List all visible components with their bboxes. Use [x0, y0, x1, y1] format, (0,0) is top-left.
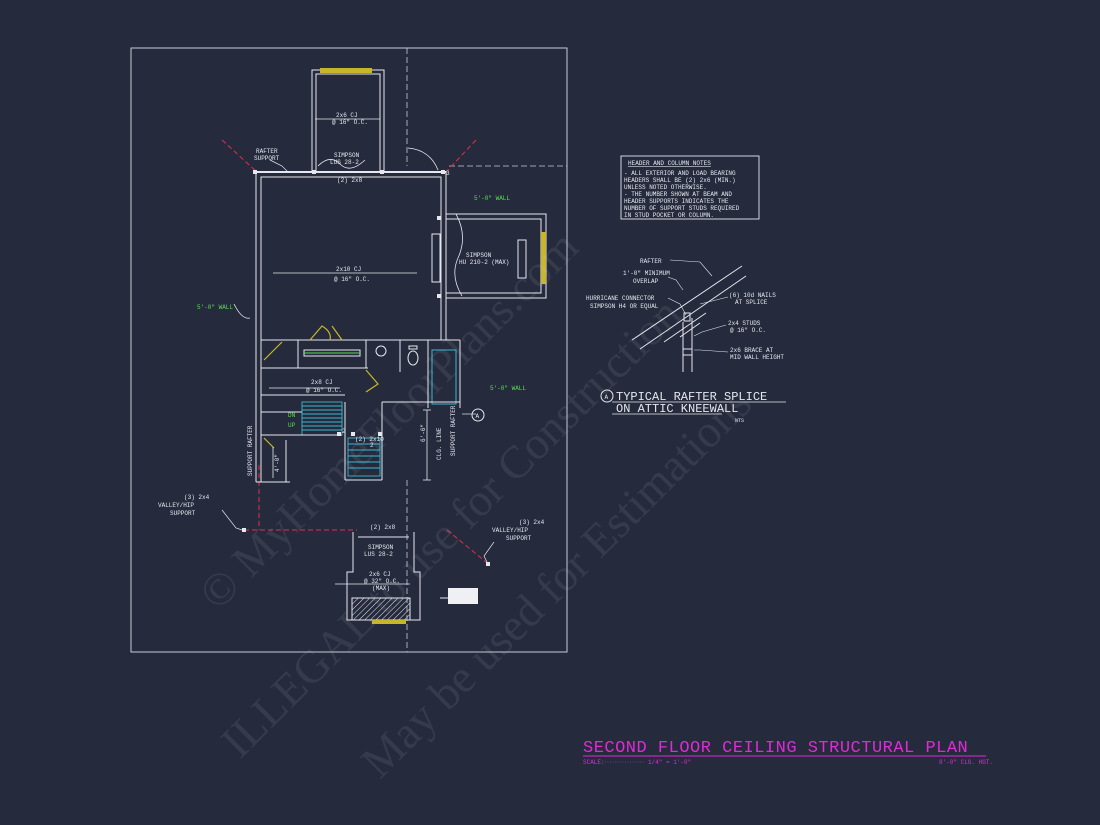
simpson-bottom-label: SIMPSON: [368, 544, 394, 551]
notes-line-4: - THE NUMBER SHOWN AT BEAM AND: [624, 191, 732, 198]
interior-rooms: [261, 339, 461, 408]
detail-title-line-2: ON ATTIC KNEEWALL: [616, 402, 738, 416]
rafter-splice-detail: [631, 265, 747, 372]
bottom-bay: [346, 532, 478, 624]
dim-clg-label: 6'-6": [420, 424, 427, 442]
watermark: © MyHomeFloorPlans.com ILLEGAL to use fo…: [189, 220, 761, 787]
stair-walls: [256, 401, 460, 483]
detail-brace-label-1: 2x6 BRACE AT: [730, 347, 774, 354]
rafter-support-label-2: SUPPORT: [254, 155, 280, 162]
detail-scale: NTS: [735, 418, 744, 424]
simpson-top-label: SIMPSON: [334, 152, 360, 159]
valley-left-label-1: (3) 2x4: [184, 494, 210, 501]
valley-left-label-2: VALLEY/HIP: [158, 502, 194, 509]
detail-nails-label-2: AT SPLICE: [735, 299, 768, 306]
cj-stair-label: 2x8 CJ: [311, 379, 333, 386]
detail-overlap-label-1: 1'-0" MINIMUM: [623, 270, 670, 277]
wall-right-top-label: 5'-0" WALL: [474, 195, 510, 202]
clg-line-label: CLG. LINE: [436, 427, 443, 460]
stair-up-label: UP: [288, 422, 296, 429]
cj-stair-spacing: @ 16" O.C.: [306, 387, 342, 394]
simpson-top-model: LUS 28-2: [330, 159, 359, 166]
cj-bottom-max: (MAX): [372, 585, 390, 592]
detail-title-line-1: TYPICAL RAFTER SPLICE: [616, 390, 767, 404]
detail-rafter-label: RAFTER: [640, 258, 662, 265]
cj-main-spacing: @ 16" O.C.: [334, 276, 370, 283]
notes-line-2: HEADERS SHALL BE (2) 2x6 (MIN.): [624, 177, 736, 184]
header-bottom-label: (2) 2x8: [370, 524, 396, 531]
wall-left-label: 5'-0" WALL: [197, 304, 233, 311]
scale-value: 1/4" = 1'-0": [648, 759, 691, 766]
support-rafter-right: SUPPORT RAFTER: [450, 405, 457, 456]
cj-top-spacing: @ 16" O.C.: [332, 119, 368, 126]
notes-line-7: IN STUD POCKET OR COLUMN.: [624, 212, 714, 219]
detail-hurricane-label-2: SIMPSON H4 OR EQUAL: [590, 303, 659, 310]
header-top-label: (2) 2x8: [337, 177, 363, 184]
support-rafter-left: SUPPORT RAFTER: [247, 425, 254, 476]
detail-title-marker-circle: [600, 389, 614, 403]
cj-bottom-label: 2x6 CJ: [369, 571, 391, 578]
stair-arrow: [286, 414, 287, 415]
valley-left-label-3: SUPPORT: [170, 510, 196, 517]
scale-label: SCALE:: [583, 759, 605, 766]
notes-line-6: NUMBER OF SUPPORT STUDS REQUIRED: [624, 205, 740, 212]
detail-nails-label-1: (6) 10d NAILS: [729, 292, 776, 299]
top-bumpout: [311, 68, 385, 172]
door-swings: [263, 325, 379, 449]
detail-marker-label: A: [476, 413, 480, 420]
cj-top-label: 2x6 CJ: [336, 112, 358, 119]
simpson-bottom-model: LUS 28-2: [364, 551, 393, 558]
roof-lines: [406, 48, 567, 652]
cj-bottom-spacing: @ 32" O.C.: [364, 578, 400, 585]
notes-line-3: UNLESS NOTED OTHERWISE.: [624, 184, 707, 191]
leader-lines: [221, 159, 495, 565]
dimension-lines: [269, 118, 431, 585]
notes-line-1: - ALL EXTERIOR AND LOAD BEARING: [624, 170, 736, 177]
detail-leaders: [667, 259, 729, 353]
stud-dots: [253, 170, 445, 436]
stairs: [301, 401, 381, 477]
hip-lines: [221, 139, 487, 563]
stud-count-2a: 2: [342, 428, 346, 435]
stair-dn-label: DN: [288, 412, 296, 419]
detail-title-marker: A: [605, 394, 609, 401]
valley-right-label-3: SUPPORT: [506, 535, 532, 542]
detail-studs-label-1: 2x4 STUDS: [728, 320, 761, 327]
plan-title: SECOND FLOOR CEILING STRUCTURAL PLAN: [583, 739, 968, 758]
detail-hurricane-label-1: HURRICANE CONNECTOR: [586, 295, 655, 302]
simpson-hu-label: SIMPSON: [466, 252, 492, 259]
notes-box: [620, 155, 760, 220]
dim-left-label: 4'-0": [274, 454, 281, 472]
cj-main-label: 2x10 CJ: [336, 266, 361, 273]
detail-brace-label-2: MID WALL HEIGHT: [730, 354, 784, 361]
ceiling-height: 8'-0" CLG. HGT.: [939, 759, 993, 766]
detail-overlap-label-2: OVERLAP: [633, 278, 659, 285]
valley-right-label-2: VALLEY/HIP: [492, 527, 528, 534]
break-lines: [233, 147, 463, 319]
detail-studs-label-2: @ 16" O.C.: [730, 327, 766, 334]
sheet-border: [130, 47, 568, 653]
notes-line-5: HEADER SUPPORTS INDICATES THE: [624, 198, 729, 205]
detail-marker-circle: [471, 408, 485, 422]
stud-count-3: 3: [446, 170, 450, 177]
rafter-support-label: RAFTER: [256, 148, 278, 155]
header-stair-label: (2) 2x10: [355, 436, 384, 443]
valley-right-label-1: (3) 2x4: [519, 519, 545, 526]
simpson-hu-model: HU 210-2 (MAX): [459, 259, 509, 266]
stud-count-2b: 2: [370, 442, 374, 449]
wall-right-mid-label: 5'-0" WALL: [490, 385, 526, 392]
notes-title: HEADER AND COLUMN NOTES: [628, 160, 711, 167]
right-bumpout: [431, 213, 547, 299]
